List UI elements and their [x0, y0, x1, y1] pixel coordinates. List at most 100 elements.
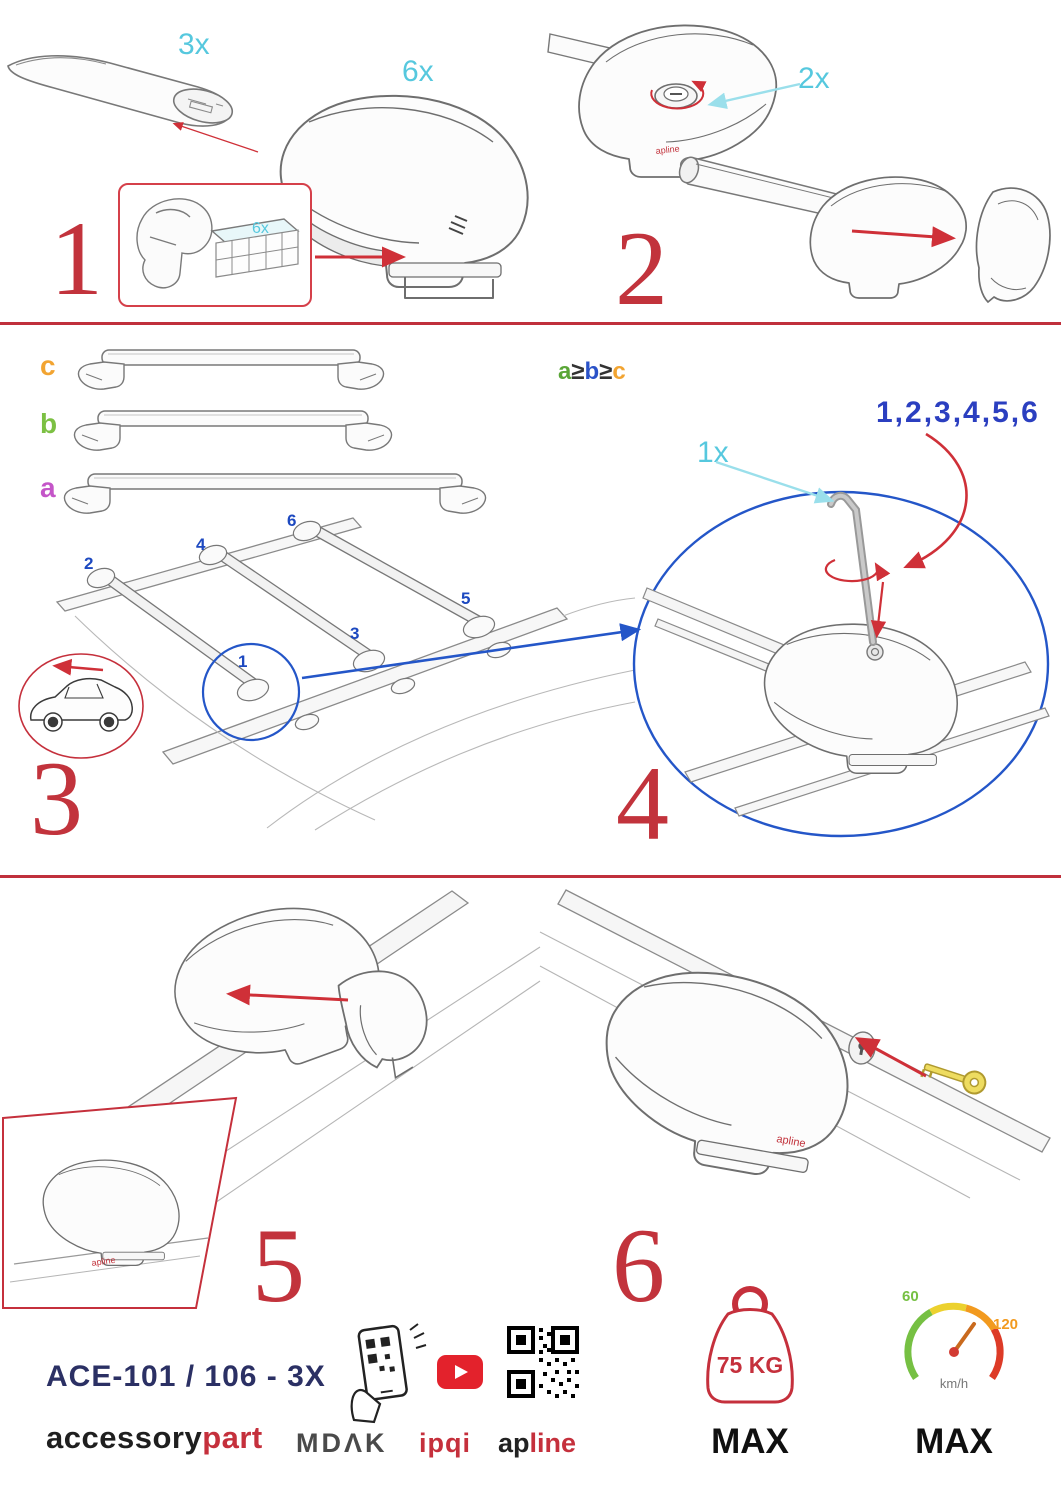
- brand-accessorypart: accessorypart: [46, 1420, 263, 1456]
- highlight-circle-foot1: [201, 642, 301, 742]
- qty-pad-label: 6x: [252, 220, 269, 237]
- step2-number: 2: [615, 210, 668, 327]
- speed-low-label: 60: [902, 1288, 919, 1305]
- ipqi-logo: ipqi: [419, 1428, 471, 1458]
- receiving-foot: [809, 176, 967, 299]
- claw-shape: [136, 198, 213, 289]
- lock-icon: [654, 83, 698, 109]
- step5-result-inset: apline: [2, 1096, 238, 1309]
- phone-scan-icon: [350, 1323, 427, 1424]
- profile-b-illustration: [73, 410, 393, 451]
- qty-foot-label: 6x: [402, 55, 434, 88]
- car-icon: [29, 677, 133, 732]
- key-insert-arrow: [854, 1037, 927, 1078]
- sequence-to-start-arrow: [903, 432, 968, 569]
- foot-lock-illustration: apline: [547, 24, 778, 178]
- pad-inset-illustration: [136, 198, 300, 289]
- logo-patch: [448, 215, 468, 235]
- step3-number: 3: [30, 740, 83, 857]
- apline-line: line: [529, 1428, 577, 1458]
- inequality-gte2: ≥: [599, 358, 613, 385]
- endcap-assembly-arrow: [851, 226, 956, 248]
- weight-max-label: MAX: [711, 1422, 789, 1461]
- qty-bar-label: 3x: [178, 28, 210, 61]
- foot-illustration-step1: [279, 94, 529, 299]
- crossbar-illustration: [7, 54, 234, 127]
- speed-high-label: 120: [993, 1316, 1019, 1333]
- position-4: 4: [196, 535, 206, 554]
- foot-in-zoom: [763, 623, 958, 775]
- inequality-gte1: ≥: [571, 358, 585, 385]
- tighten-down-arrow: [870, 581, 887, 639]
- row1-arrows: [172, 82, 956, 268]
- brand-part: part: [202, 1420, 263, 1455]
- key-rotation-arrow: [824, 558, 891, 583]
- profile-a-illustration: [63, 473, 487, 514]
- mdak-logo: MDΛK: [296, 1428, 388, 1458]
- clamp-piece-step5: [337, 970, 428, 1079]
- youtube-icon: [437, 1355, 483, 1389]
- inequality-b: b: [584, 358, 600, 385]
- product-logo-text: apline: [655, 144, 680, 156]
- foot-step6: [605, 971, 849, 1176]
- position-5: 5: [461, 589, 471, 608]
- step5-number: 5: [252, 1207, 305, 1324]
- product-logo-text6: apline: [775, 1133, 806, 1150]
- divider-1: [0, 322, 1061, 325]
- hand-shape: [350, 1389, 382, 1424]
- end-cap-piece: [975, 187, 1051, 304]
- mounting-feet: [86, 520, 512, 731]
- step1-number: 1: [50, 200, 103, 317]
- brand-accessory: accessory: [46, 1420, 203, 1455]
- qr-code: [507, 1326, 579, 1398]
- step4-number: 4: [616, 745, 669, 862]
- crossbar-in-zoom: [642, 587, 802, 683]
- zoom-circle-illustration: [632, 490, 1050, 838]
- position-3: 3: [350, 624, 360, 643]
- bar-pointer-line: [172, 122, 259, 153]
- tighten-sequence: 1,2,3,4,5,6: [876, 396, 1040, 429]
- profile-c-illustration: [77, 349, 385, 390]
- clamp-bracket: [404, 277, 494, 299]
- pad-grid: [215, 229, 299, 278]
- position-6: 6: [287, 511, 297, 530]
- scan-marks: [409, 1323, 427, 1349]
- drive-direction-arrow: [52, 658, 104, 676]
- divider-2: [0, 875, 1061, 878]
- key-icon: [920, 1063, 987, 1095]
- product-logo-text-inset: apline: [91, 1255, 116, 1268]
- pad-inset-box: [118, 183, 312, 307]
- inequality-a: a: [558, 358, 572, 385]
- qty-lock-label: 2x: [798, 62, 830, 95]
- speed-max-label: MAX: [915, 1422, 993, 1461]
- crossbar-end-detail: [15, 57, 224, 114]
- clamp-insert-arrow: [226, 984, 349, 1006]
- profile-label-c: c: [40, 350, 56, 381]
- roof-overview-illustration: [55, 517, 636, 831]
- mounted-foot-inset: [42, 1159, 180, 1267]
- apline-logo: apline: [498, 1428, 576, 1459]
- profile-label-b: b: [40, 408, 58, 439]
- max-speed-gauge: [904, 1302, 1004, 1380]
- zoom-link-arrow: [301, 623, 642, 680]
- key-pointer-arrow: [715, 460, 835, 504]
- car-body-lines: [74, 597, 636, 831]
- weight-value: 75 KG: [716, 1352, 784, 1378]
- inequality-c: c: [612, 358, 626, 385]
- car-direction-inset: [18, 653, 144, 759]
- max-weight-icon: [706, 1286, 794, 1404]
- bar-foot-assembly-illustration: [678, 156, 1051, 304]
- position-1: 1: [238, 652, 248, 671]
- step6-number: 6: [612, 1207, 665, 1324]
- profile-label-a: a: [40, 472, 56, 503]
- size-inequality: a≥b≥c: [558, 358, 626, 386]
- apline-ap: ap: [498, 1428, 530, 1458]
- row3-arrows: [226, 984, 927, 1078]
- model-code: ACE-101 / 106 - 3X: [46, 1360, 326, 1393]
- position-2: 2: [84, 554, 94, 573]
- speed-unit-label: km/h: [939, 1376, 969, 1391]
- lock-rotation-arrow: [650, 80, 707, 110]
- lock-pointer-arrow: [707, 82, 801, 109]
- row2-arrows: [301, 432, 968, 680]
